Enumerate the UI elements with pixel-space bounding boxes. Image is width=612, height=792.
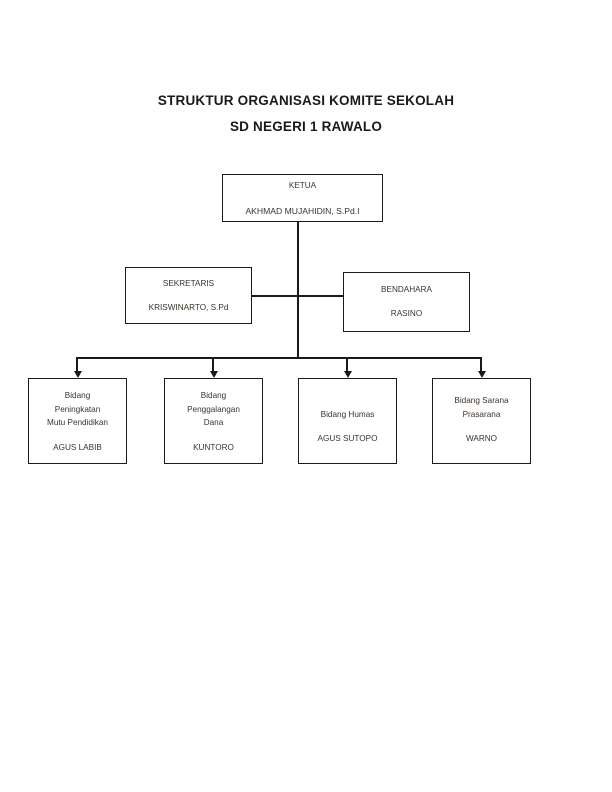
node-bendahara-person: RASINO [390, 309, 423, 318]
connector-drop-bidang-2 [212, 357, 214, 373]
connector-drop-bidang-4 [480, 357, 482, 373]
connector-bar-level2 [252, 295, 343, 297]
node-bidang-1-role-line-3: Mutu Pendidikan [47, 418, 108, 428]
arrowhead-bidang-4 [477, 371, 486, 378]
node-bendahara[interactable]: BENDAHARA RASINO [343, 272, 470, 332]
connector-drop-bidang-1 [76, 357, 78, 373]
node-sekretaris-person: KRISWINARTO, S.Pd [148, 302, 229, 312]
node-bidang-3-person: AGUS SUTOPO [317, 434, 378, 444]
connector-trunk-ketua [297, 222, 299, 296]
node-bidang-4-person: WARNO [465, 434, 498, 443]
node-sekretaris-role: SEKRETARIS [162, 278, 215, 288]
arrowhead-bidang-1 [73, 371, 82, 378]
node-sekretaris[interactable]: SEKRETARIS KRISWINARTO, S.Pd [125, 267, 252, 324]
node-bidang-4-role: Bidang Sarana Prasarana [454, 394, 508, 421]
node-bidang-3-role: Bidang Humas [321, 408, 375, 422]
node-bidang-penggalangan-dana[interactable]: Bidang Penggalangan Dana KUNTORO [164, 378, 263, 464]
connector-bar-level3 [76, 357, 482, 359]
node-bidang-sarana-prasarana[interactable]: Bidang Sarana Prasarana WARNO [432, 378, 531, 464]
connector-trunk-lower [297, 296, 299, 358]
node-bendahara-role: BENDAHARA [381, 285, 432, 294]
node-bidang-2-role-line-1: Bidang [200, 391, 227, 401]
node-bidang-2-role-line-2: Penggalangan [187, 404, 240, 414]
title-line-1: STRUKTUR ORGANISASI KOMITE SEKOLAH [157, 93, 455, 108]
title-line-2: SD NEGERI 1 RAWALO [229, 119, 383, 134]
arrowhead-bidang-2 [209, 371, 218, 378]
node-ketua-role: KETUA [288, 180, 317, 190]
node-bidang-1-person: AGUS LABIB [53, 442, 102, 452]
connector-drop-bidang-3 [346, 357, 348, 373]
node-bidang-2-person: KUNTORO [193, 442, 234, 452]
node-bidang-2-role: Bidang Penggalangan Dana [187, 389, 240, 430]
node-ketua[interactable]: KETUA AKHMAD MUJAHIDIN, S.Pd.I [222, 174, 383, 222]
node-bidang-2-role-line-3: Dana [203, 418, 224, 428]
node-bidang-peningkatan-mutu-pendidikan[interactable]: Bidang Peningkatan Mutu Pendidikan AGUS … [28, 378, 127, 464]
node-bidang-humas[interactable]: Bidang Humas AGUS SUTOPO [298, 378, 397, 464]
arrowhead-bidang-3 [343, 371, 352, 378]
node-ketua-person: AKHMAD MUJAHIDIN, S.Pd.I [245, 205, 360, 216]
node-bidang-1-role: Bidang Peningkatan Mutu Pendidikan [47, 389, 108, 430]
node-bidang-1-role-line-2: Peningkatan [54, 404, 101, 414]
node-bidang-4-role-line-1: Bidang Sarana [454, 396, 509, 405]
node-bidang-3-role-line-1: Bidang Humas [320, 409, 375, 419]
node-bidang-4-role-line-2: Prasarana [462, 409, 501, 419]
node-bidang-1-role-line-1: Bidang [64, 391, 91, 401]
page-title: STRUKTUR ORGANISASI KOMITE SEKOLAH SD NE… [0, 88, 612, 140]
